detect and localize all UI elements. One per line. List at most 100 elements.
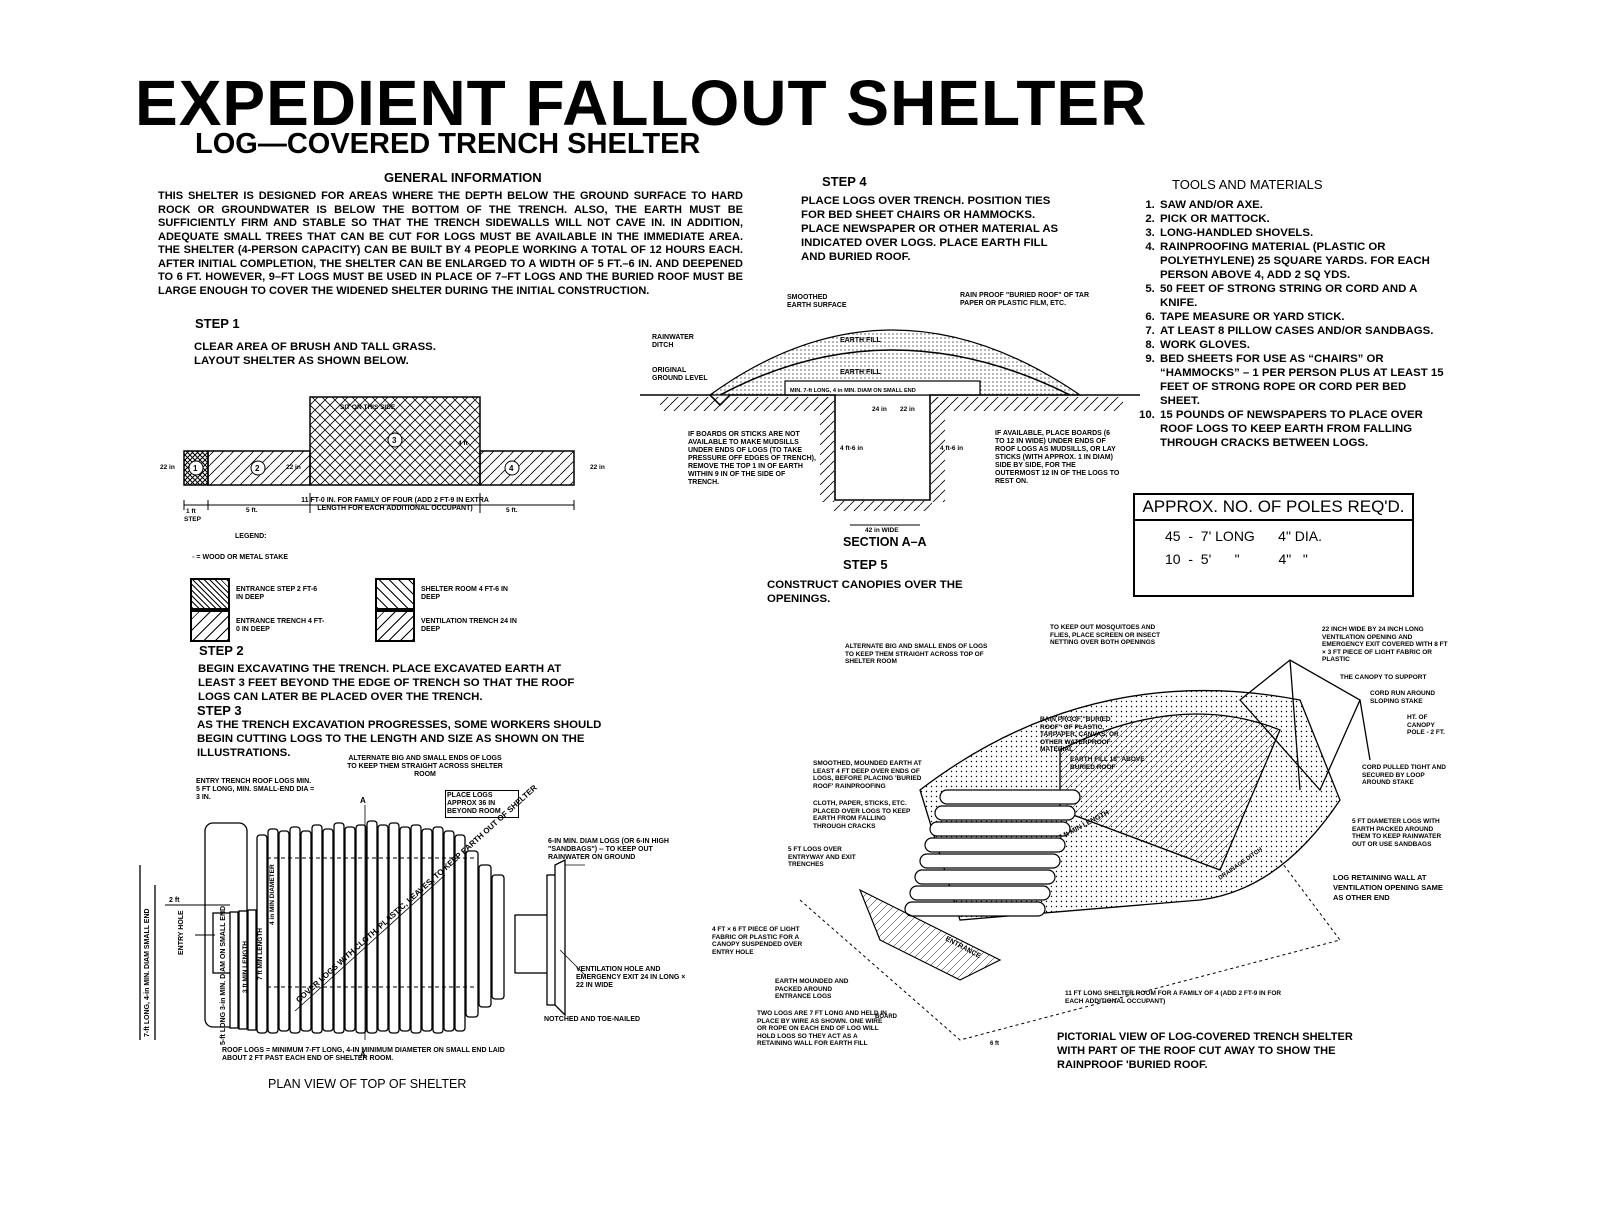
pic-retaining: LOG RETAINING WALL AT VENTILATION OPENIN… [1333, 873, 1443, 902]
sec-rainproof: RAIN PROOF "BURIED ROOF" OF TAR PAPER OR… [960, 292, 1090, 307]
page-title: EXPEDIENT FALLOUT SHELTER [135, 67, 1148, 139]
step1-heading: STEP 1 [195, 316, 240, 331]
plan-vent-hole: VENTILATION HOLE AND EMERGENCY EXIT 24 i… [576, 966, 686, 989]
step5-text: CONSTRUCT CANOPIES OVER THE OPENINGS. [767, 579, 963, 605]
legend-entrance-trench: ENTRANCE TRENCH 4 ft-0 in DEEP [190, 610, 326, 642]
pic-cord: CORD RUN AROUND SLOPING STAKE [1370, 690, 1436, 705]
sec-earth-fill-2: EARTH FILL [840, 369, 882, 376]
sec-d4ft6a: 4 ft-6 in [840, 445, 863, 452]
sec-d42: 42 in WIDE [865, 527, 899, 534]
dim-5ft-b: 5 ft. [506, 507, 518, 514]
pic-six-ft: 6 ft [990, 1041, 999, 1047]
general-text: THIS SHELTER IS DESIGNED FOR AREAS WHERE… [158, 190, 743, 297]
sec-d22: 22 in [900, 406, 915, 413]
pic-cord-pulled: CORD PULLED TIGHT AND SECURED BY LOOP AR… [1362, 764, 1446, 786]
pic-earth-mounded: EARTH MOUNDED AND PACKED AROUND ENTRANCE… [775, 978, 849, 1000]
section-caption: SECTION A–A [843, 535, 927, 549]
tools-item: LONG-HANDLED SHOVELS. [1158, 226, 1448, 240]
sec-d4ft6b: 4 ft-6 in [940, 445, 963, 452]
poles-heading: APPROX. NO. OF POLES REQ'D. [1135, 495, 1412, 521]
step3-text: AS THE TRENCH EXCAVATION PROGRESSES, SOM… [197, 719, 602, 759]
pic-two-logs: TWO LOGS ARE 7 ft LONG AND HELD IN PLACE… [757, 1010, 887, 1047]
plan-place-logs: PLACE LOGS APPROX 36 in BEYOND ROOM [445, 790, 519, 818]
pic-mosquito: TO KEEP OUT MOSQUITOES AND FLIES, PLACE … [1050, 624, 1161, 646]
pic-smoothed: SMOOTHED, MOUNDED EARTH AT LEAST 4 ft DE… [813, 760, 922, 790]
plan-min-len2: 3 ft MIN LENGTH [242, 941, 249, 993]
marker-a-bottom: A [360, 1050, 366, 1059]
plan-alternate: ALTERNATE BIG AND SMALL ENDS OF LOGS TO … [347, 755, 503, 778]
tools-item: 50 FEET OF STRONG STRING OR CORD AND A K… [1158, 282, 1448, 310]
dim-5ft: 5 ft. [246, 507, 258, 514]
svg-text:4: 4 [509, 464, 514, 473]
pic-board: BOARD [875, 1014, 898, 1020]
plan-side-a: 7-ft LONG, 4-in MIN. DIAM SMALL END [144, 908, 151, 1037]
sec-smoothed: SMOOTHED EARTH SURFACE [787, 294, 847, 309]
legend-entrance-step: ENTRANCE STEP 2 ft-6 in DEEP [190, 578, 326, 610]
dim-22in-b: 22 in [286, 464, 301, 471]
legend-shelter-room: SHELTER ROOM 4 ft-6 in DEEP [375, 578, 521, 610]
sec-orig-ground: ORIGINAL GROUND LEVEL [652, 367, 708, 382]
ventilation-trench-area [479, 450, 575, 486]
tools-item: AT LEAST 8 PILLOW CASES AND/OR SANDBAGS. [1158, 324, 1448, 338]
tools-item: RAINPROOFING MATERIAL (PLASTIC OR POLYET… [1158, 240, 1448, 282]
sec-earth-fill-1: EARTH FILL [840, 337, 882, 344]
dim-room: 11 ft-0 in. FOR FAMILY OF FOUR (ADD 2 ft… [301, 497, 489, 512]
dim-1ft: 1 ft [186, 508, 197, 515]
svg-text:2: 2 [255, 464, 260, 473]
step4-text: PLACE LOGS OVER TRENCH. POSITION TIES FO… [801, 195, 1059, 263]
dim-4ft: 4 ft [458, 440, 469, 447]
plan-view-diagram: A A 2 ft 7-ft LONG, 4-in MIN. DIAM SMALL… [139, 783, 586, 1059]
plan-side-b: 5-ft LONG 3-in MIN. DIAM ON SMALL END [220, 906, 227, 1045]
plan-sandbags: 6-in MIN. DIAM LOGS (OR 6-in HIGH "SANDB… [548, 838, 669, 861]
roof-logs-bar [784, 380, 981, 396]
log-stack [904, 789, 1081, 917]
poles-row-1: 45 - 7' LONG 4" DIA. [1165, 528, 1323, 544]
buried-roof [1059, 713, 1281, 871]
general-heading: GENERAL INFORMATION [384, 170, 542, 185]
sec-rain-ditch: RAINWATER DITCH [652, 334, 694, 349]
page-subtitle: LOG—COVERED TRENCH SHELTER [195, 128, 701, 160]
pictorial-diagram: ENTRANCE 7 ft MIN LENGTH DRAINAGE DITCH … [799, 659, 1371, 1047]
poles-row-2: 10 - 5' " 4" " [1165, 551, 1308, 567]
tools-item: WORK GLOVES. [1158, 338, 1448, 352]
plan-entry-hole: ENTRY HOLE [178, 910, 185, 955]
plan-dim-2ft: 2 ft [169, 897, 180, 904]
pictorial-caption: PICTORIAL VIEW OF LOG-COVERED TRENCH SHE… [1057, 1031, 1353, 1071]
tools-item: SAW AND/OR AXE. [1158, 198, 1448, 212]
sec-right-note: IF AVAILABLE, PLACE BOARDS (6 TO 12 in W… [995, 430, 1120, 485]
section-diagram: 42 in WIDE 24 in 22 in 4 ft-6 in 4 ft-6 … [640, 329, 1140, 534]
svg-text:3: 3 [392, 436, 397, 445]
legend-stake: ◦ = WOOD OR METAL STAKE [192, 554, 289, 561]
dim-22in-a: 22 in [160, 464, 175, 471]
sec-left-note: IF BOARDS OR STICKS ARE NOT AVAILABLE TO… [688, 431, 816, 486]
tools-item: BED SHEETS FOR USE AS “CHAIRS” OR “HAMMO… [1158, 352, 1448, 408]
entrance [858, 888, 1002, 981]
buried-roof-line [719, 349, 1071, 396]
step4-heading: STEP 4 [822, 174, 867, 189]
tools-heading: TOOLS AND MATERIALS [1172, 177, 1323, 192]
pic-earth-fill: EARTH FILL 18" ABOVE BURIED ROOF [1070, 756, 1145, 771]
plan-min-diam: 4 in MIN DIAMETER [269, 864, 276, 925]
pic-canopy-piece: 4 ft × 6 ft PIECE OF LIGHT FABRIC OR PLA… [712, 926, 803, 956]
step5-heading: STEP 5 [843, 557, 888, 572]
sec-logs: MIN. 7-ft LONG, 4 in MIN. DIAM ON SMALL … [790, 388, 916, 394]
pic-long-room: 11 ft LONG SHELTER ROOM FOR A FAMILY OF … [1065, 990, 1282, 1005]
pic-canopy: THE CANOPY TO SUPPORT [1340, 674, 1427, 681]
step1-text: CLEAR AREA OF BRUSH AND TALL GRASS. LAYO… [194, 341, 436, 367]
plan-notched: NOTCHED AND TOE-NAILED [544, 1016, 641, 1023]
tools-list: SAW AND/OR AXE. PICK OR MATTOCK. LONG-HA… [1132, 198, 1448, 450]
dim-step: STEP [184, 516, 202, 523]
dim-22in-c: 22 in [590, 464, 605, 471]
poles-table: APPROX. NO. OF POLES REQ'D. 45 - 7' LONG… [1133, 493, 1414, 597]
marker-a-top: A [360, 796, 366, 805]
pic-alternate: ALTERNATE BIG AND SMALL ENDS OF LOGS TO … [845, 643, 988, 665]
earth-mound [708, 329, 1082, 396]
step2-heading: STEP 2 [199, 643, 244, 658]
plan-caption: PLAN VIEW OF TOP OF SHELTER [268, 1077, 467, 1091]
pic-five-ft-diam: 5 ft DIAMETER LOGS WITH EARTH PACKED ARO… [1352, 818, 1442, 848]
plan-entry-logs: ENTRY TRENCH ROOF LOGS MIN. 5 ft LONG, M… [196, 778, 315, 801]
pic-buried-roof: RAIN PROOF "BURIED ROOF" OF PLASTIC, TAR… [1040, 716, 1119, 753]
sit-label: SIT ON THIS SIDE [340, 404, 396, 411]
plan-min-len: 7 ft MIN LENGTH [257, 928, 264, 980]
pic-height: HT. OF CANOPY POLE - 2 ft. [1407, 714, 1445, 736]
